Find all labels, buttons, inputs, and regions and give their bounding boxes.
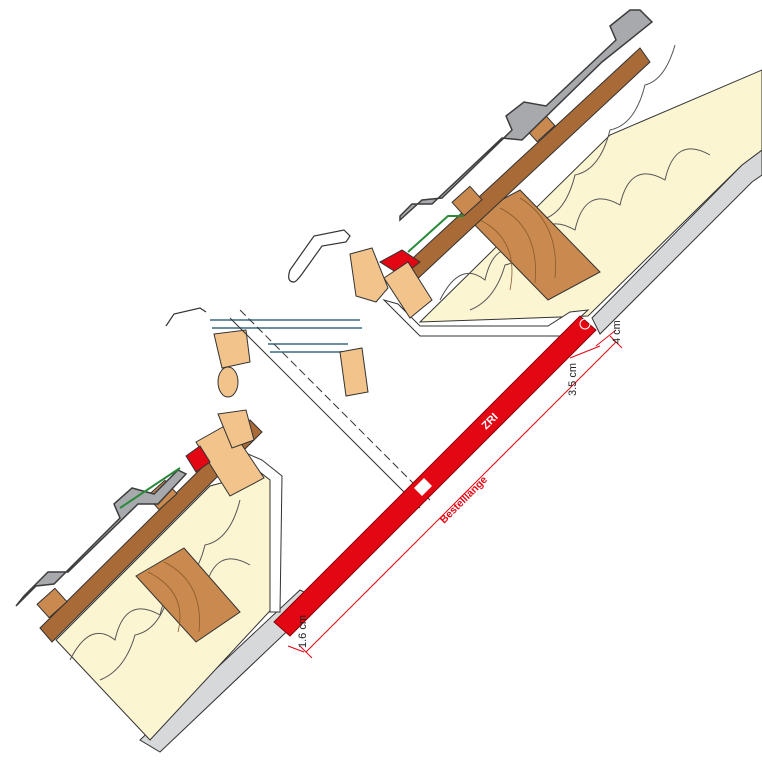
- dim-16cm-label: 1.6 cm: [297, 615, 309, 648]
- lower-rafter-grain: [147, 561, 200, 633]
- zri-profile: ZRI: [273, 315, 597, 637]
- dim-4cm-line: [595, 329, 617, 347]
- zri-red-strip: [273, 315, 597, 637]
- bestelllaenge-tick-1: [299, 645, 313, 659]
- dim-35cm-line: [569, 345, 601, 359]
- upper-batten-2: [451, 185, 483, 217]
- lower-green-profile: [119, 467, 181, 509]
- lining-line-solid: [229, 317, 421, 509]
- bestelllaenge-dim-line: [305, 341, 617, 653]
- lower-rafter: [135, 547, 241, 643]
- lower-frame-wood: [217, 409, 255, 449]
- upper-rafter-grain: [479, 197, 556, 291]
- bestelllaenge-tick-2: [609, 335, 623, 349]
- lower-sarking-board: [39, 419, 263, 643]
- upper-insulation: [418, 69, 762, 323]
- lower-wool-block: [195, 423, 265, 497]
- lower-batten-1: [36, 587, 68, 619]
- lining-dashed-line: [239, 309, 431, 501]
- upper-green-profile: [407, 215, 464, 253]
- bestelllaenge-label: Bestelllänge: [438, 474, 490, 526]
- upper-wool-block: [383, 261, 433, 319]
- lower-sash-wood-2: [339, 347, 369, 397]
- dim-16cm-line: [287, 645, 305, 653]
- dimensions: Bestelllänge 4 cm 3.5 cm 1.6 cm: [287, 320, 623, 659]
- dim-4cm-label: 4 cm: [611, 320, 623, 344]
- marker-circle: [579, 318, 591, 330]
- upper-sash-profile: [288, 229, 351, 283]
- upper-insulation-pattern-2: [469, 44, 676, 311]
- lower-roof-section: [15, 409, 321, 753]
- upper-insulation-pattern: [439, 148, 711, 301]
- upper-roof-section: [288, 9, 762, 337]
- lower-sash-wood: [213, 329, 251, 369]
- glazing-clip: [165, 307, 207, 327]
- lower-seal: [185, 445, 211, 473]
- zri-gap: [414, 478, 432, 496]
- glazing-unit: [165, 307, 431, 509]
- handle: [217, 366, 239, 398]
- upper-frame-wood: [349, 247, 389, 303]
- upper-roof-tiles: [399, 9, 654, 222]
- dim-35cm-label: 3.5 cm: [567, 363, 579, 396]
